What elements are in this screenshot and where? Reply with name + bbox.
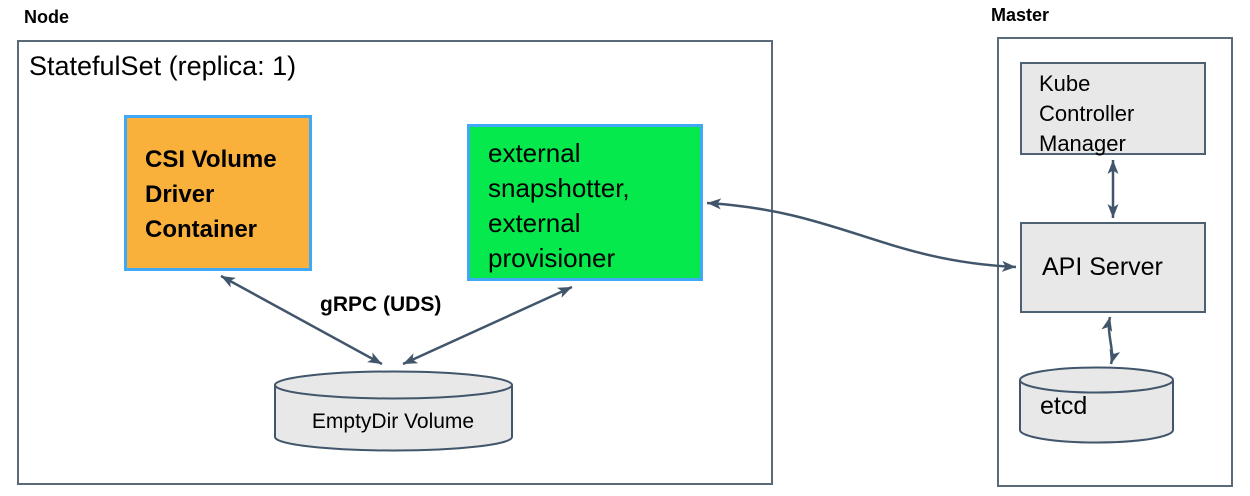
- sidecars-line: external: [488, 208, 581, 238]
- node-region-title: Node: [24, 7, 69, 27]
- sidecars-line: provisioner: [488, 243, 616, 273]
- csi-box-line: Driver: [145, 181, 215, 208]
- sidecars-line: external: [488, 138, 581, 168]
- kube-controller-manager-box: Kube Controller Manager: [1020, 62, 1206, 156]
- statefulset-label: StatefulSet (replica: 1): [29, 51, 297, 81]
- csi-box-line: Container: [145, 216, 258, 243]
- api-server-label: API Server: [1042, 253, 1163, 281]
- csi-volume-driver-container-box: CSI Volume Driver Container: [124, 115, 312, 271]
- api-server-box: API Server: [1020, 222, 1206, 313]
- external-sidecars-box: external snapshotter, external provision…: [467, 124, 703, 281]
- kcm-line: Kube: [1039, 71, 1091, 96]
- grpc-uds-label: gRPC (UDS): [320, 293, 442, 316]
- kcm-line: Controller: [1039, 101, 1135, 126]
- csi-box-line: CSI Volume: [145, 146, 277, 173]
- kcm-line: Manager: [1039, 131, 1126, 156]
- master-region-title: Master: [991, 5, 1050, 25]
- sidecars-line: snapshotter,: [488, 173, 630, 203]
